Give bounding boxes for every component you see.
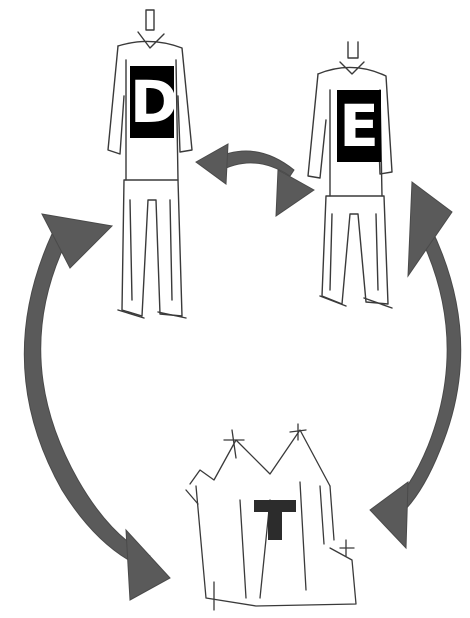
- label-d: D: [130, 66, 174, 138]
- arrow-d-e: [196, 144, 314, 216]
- person-figure-d: [108, 10, 192, 318]
- arrow-e-t: [370, 182, 461, 548]
- person-figure-e: [308, 42, 392, 308]
- tent-structure: [186, 424, 356, 610]
- label-e: E: [337, 90, 381, 162]
- arrow-d-t: [24, 214, 170, 600]
